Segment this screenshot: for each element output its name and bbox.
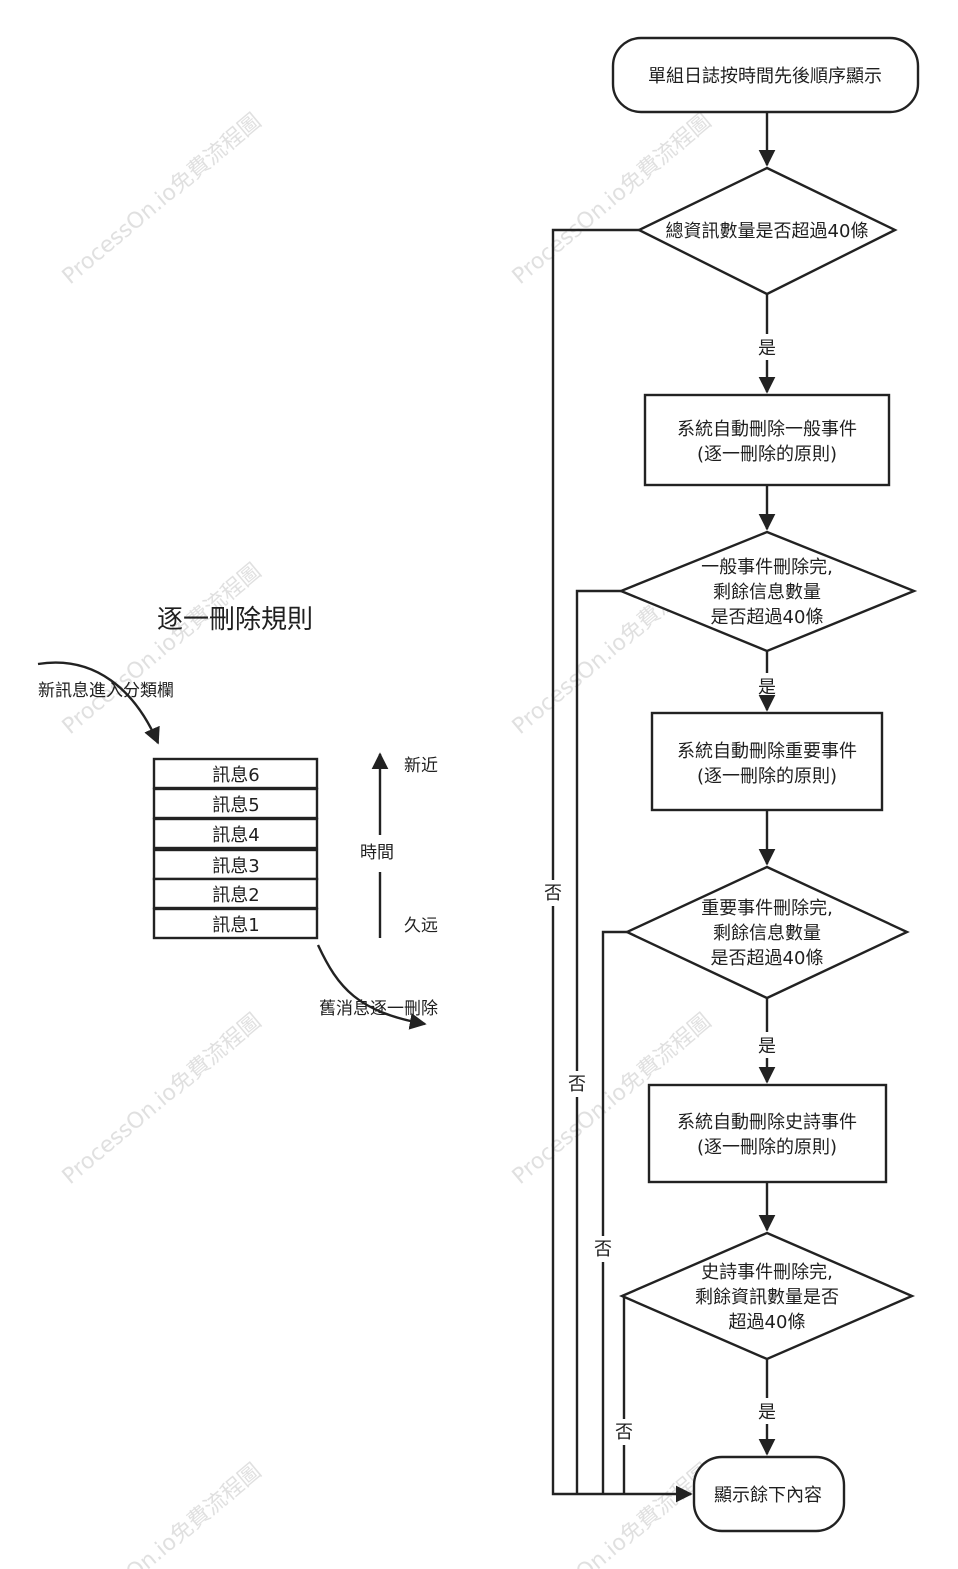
edge-decision-4-no <box>622 1294 626 1494</box>
no-label-3: 否 <box>594 1239 612 1260</box>
action-1-line-1: 系統自動刪除一般事件 <box>677 419 857 440</box>
no-label-1-bg <box>541 880 565 906</box>
decision-3-line-3: 是否超過40條 <box>711 948 824 969</box>
action-node-1 <box>643 393 891 487</box>
rule-title: 逐一刪除規則 <box>157 605 313 635</box>
outgoing-arrow <box>316 944 427 1030</box>
no-label-2: 否 <box>568 1074 586 1095</box>
start-node <box>611 36 920 114</box>
message-label-1: 訊息1 <box>212 915 259 936</box>
message-box-1 <box>152 907 319 940</box>
decision-4-line-1: 史詩事件刪除完, <box>701 1262 833 1283</box>
action-1-line-2: (逐一刪除的原則) <box>697 444 837 465</box>
decision-3-line-1: 重要事件刪除完, <box>701 898 833 919</box>
message-box-6 <box>152 757 319 790</box>
action-3-line-2: (逐一刪除的原則) <box>697 1137 837 1158</box>
action-node-3 <box>647 1083 888 1184</box>
edge-decision-1-no <box>551 228 693 1503</box>
yes-label-1: 是 <box>758 338 776 359</box>
message-label-5: 訊息5 <box>212 795 259 816</box>
newest-label: 新近 <box>404 756 438 776</box>
watermark-8: ProcessOn.io免費流程圖 <box>508 1459 717 1569</box>
message-label-6: 訊息6 <box>212 765 259 786</box>
watermark-1: ProcessOn.io免費流程圖 <box>58 109 267 290</box>
message-stack: 訊息6 訊息5 訊息4 訊息3 訊息2 訊息1 <box>152 757 319 940</box>
action-2-line-2: (逐一刪除的原則) <box>697 766 837 787</box>
decision-4-line-2: 剩餘資訊數量是否 <box>695 1287 839 1308</box>
incoming-arrow <box>37 661 160 745</box>
outgoing-label: 舊消息逐一刪除 <box>319 999 438 1019</box>
yes-label-3: 是 <box>758 1036 776 1057</box>
watermark-5: ProcessOn.io免費流程圖 <box>58 1009 267 1190</box>
action-2-line-1: 系統自動刪除重要事件 <box>677 741 857 762</box>
message-box-4 <box>152 817 319 850</box>
no-label-3-bg <box>591 1236 615 1262</box>
no-label-2-bg <box>565 1071 589 1097</box>
action-node-2 <box>650 711 884 812</box>
oldest-label: 久远 <box>404 916 438 936</box>
decision-1-label: 總資訊數量是否超過40條 <box>666 221 869 242</box>
end-node <box>692 1455 846 1533</box>
decision-2-line-2: 剩餘信息數量 <box>713 582 821 603</box>
action-3-line-1: 系統自動刪除史詩事件 <box>677 1112 857 1133</box>
watermark-3: ProcessOn.io免費流程圖 <box>58 559 267 740</box>
watermark-7: ProcessOn.io免費流程圖 <box>58 1459 267 1569</box>
no-label-4: 否 <box>615 1422 633 1443</box>
message-label-3: 訊息3 <box>212 856 259 877</box>
start-node-label: 單組日誌按時間先後順序顯示 <box>648 66 882 87</box>
end-node-label: 顯示餘下內容 <box>714 1485 822 1506</box>
edge-decision-3-no <box>601 930 627 1494</box>
rule-diagram: 逐一刪除規則 新訊息進入分類欄 訊息6 訊息5 訊息4 訊息3 訊息2 訊息1 … <box>37 605 438 1030</box>
watermark-2: ProcessOn.io免費流程圖 <box>508 109 717 290</box>
yes-label-4: 是 <box>758 1402 776 1423</box>
yes-label-2: 是 <box>758 677 776 698</box>
decision-2-line-3: 是否超過40條 <box>711 607 824 628</box>
time-label: 時間 <box>360 843 394 863</box>
no-label-4-bg <box>612 1419 636 1445</box>
flowchart: 單組日誌按時間先後順序顯示 總資訊數量是否超過40條 系統自動刪除一般事件 (逐… <box>541 36 920 1533</box>
no-label-1: 否 <box>544 883 562 904</box>
message-label-2: 訊息2 <box>212 885 259 906</box>
decision-2-line-1: 一般事件刪除完, <box>701 557 833 578</box>
decision-3-line-2: 剩餘信息數量 <box>713 923 821 944</box>
message-box-3 <box>152 848 319 881</box>
message-label-4: 訊息4 <box>212 825 259 846</box>
incoming-label: 新訊息進入分類欄 <box>38 681 174 701</box>
decision-4-line-3: 超過40條 <box>729 1312 806 1333</box>
edge-decision-2-no <box>575 589 621 1494</box>
